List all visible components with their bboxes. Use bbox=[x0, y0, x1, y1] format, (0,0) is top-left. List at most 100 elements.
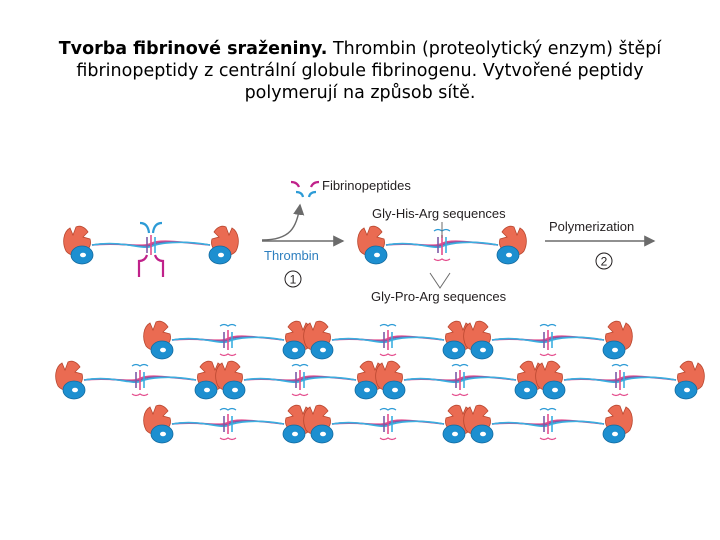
knob bbox=[451, 363, 469, 367]
step-2-badge bbox=[595, 252, 613, 270]
fibrinopeptides-label: Fibrinopeptides bbox=[322, 178, 411, 193]
blue-domain-hole bbox=[452, 347, 458, 353]
polymer-monomer bbox=[303, 404, 473, 444]
fibrinopeptide-a bbox=[139, 221, 151, 234]
polymer-monomer bbox=[535, 360, 705, 400]
knob bbox=[379, 437, 397, 441]
blue-domain-hole bbox=[292, 431, 298, 437]
central-e-domain bbox=[379, 323, 397, 357]
polymer-monomer bbox=[215, 360, 385, 400]
fibrinopeptides-icon bbox=[290, 180, 320, 198]
blue-domain-hole bbox=[72, 387, 78, 393]
blue-domain bbox=[310, 424, 334, 444]
knob bbox=[291, 363, 309, 367]
blue-domain bbox=[674, 380, 698, 400]
central-e-domain bbox=[219, 323, 237, 357]
knob bbox=[219, 323, 237, 327]
blue-domain bbox=[62, 380, 86, 400]
central-e-domain bbox=[539, 407, 557, 441]
knob bbox=[379, 353, 397, 357]
blue-domain bbox=[282, 424, 306, 444]
blue-domain-hole bbox=[204, 387, 210, 393]
molecules-layer bbox=[55, 221, 705, 444]
blue-domain bbox=[514, 380, 538, 400]
blue-domain bbox=[602, 340, 626, 360]
polymer-monomer bbox=[55, 360, 225, 400]
gly-pro-arg-pointer bbox=[429, 272, 451, 289]
central-e-domain bbox=[131, 363, 149, 397]
blue-domain bbox=[602, 424, 626, 444]
knob bbox=[131, 363, 149, 367]
cleavage-arrow bbox=[261, 203, 305, 241]
blue-domain-hole bbox=[320, 431, 326, 437]
central-e-domain bbox=[291, 363, 309, 397]
blue-domain-hole bbox=[292, 347, 298, 353]
polymer-monomer bbox=[143, 404, 313, 444]
gly-pro-arg-label: Gly-Pro-Arg sequences bbox=[371, 289, 507, 304]
caption-title: Tvorba fibrinové sraženiny. bbox=[58, 39, 328, 59]
central-e-domain bbox=[539, 323, 557, 357]
polymer-monomer bbox=[463, 320, 633, 360]
blue-domain bbox=[542, 380, 566, 400]
blue-domain bbox=[496, 245, 520, 265]
blue-domain-hole bbox=[160, 431, 166, 437]
blue-domain bbox=[470, 340, 494, 360]
polymer-monomer bbox=[143, 320, 313, 360]
blue-domain-hole bbox=[374, 252, 380, 258]
fibrinopeptide-b bbox=[137, 254, 149, 277]
blue-domain-hole bbox=[524, 387, 530, 393]
thrombin-label: Thrombin bbox=[264, 248, 319, 263]
blue-domain-hole bbox=[480, 431, 486, 437]
blue-domain-hole bbox=[506, 252, 512, 258]
knob bbox=[539, 437, 557, 441]
blue-domain bbox=[150, 340, 174, 360]
blue-domain-hole bbox=[232, 387, 238, 393]
knob bbox=[611, 393, 629, 397]
blue-domain bbox=[470, 424, 494, 444]
blue-domain bbox=[354, 380, 378, 400]
fibrinopeptide-a bbox=[151, 221, 163, 234]
polymer-monomer bbox=[375, 360, 545, 400]
knob bbox=[379, 407, 397, 411]
blue-domain bbox=[150, 424, 174, 444]
central-e-domain bbox=[379, 407, 397, 441]
central-e-domain bbox=[611, 363, 629, 397]
central-e-domain bbox=[451, 363, 469, 397]
knob bbox=[219, 407, 237, 411]
polymer-monomer bbox=[463, 404, 633, 444]
blue-domain-hole bbox=[80, 252, 86, 258]
blue-domain bbox=[442, 340, 466, 360]
blue-domain-hole bbox=[552, 387, 558, 393]
fibrinopeptide-b bbox=[153, 254, 165, 277]
blue-domain bbox=[282, 340, 306, 360]
blue-domain bbox=[310, 340, 334, 360]
caption-text: Thrombin (proteolytický enzym) štěpí fib… bbox=[76, 39, 662, 103]
blue-domain-hole bbox=[364, 387, 370, 393]
blue-domain bbox=[442, 424, 466, 444]
knob bbox=[433, 258, 451, 262]
blue-domain-hole bbox=[452, 431, 458, 437]
blue-domain bbox=[222, 380, 246, 400]
figure-caption: Tvorba fibrinové sraženiny. Thrombin (pr… bbox=[40, 38, 680, 104]
knob bbox=[611, 363, 629, 367]
knob bbox=[291, 393, 309, 397]
blue-domain-hole bbox=[684, 387, 690, 393]
gly-his-arg-label: Gly-His-Arg sequences bbox=[372, 206, 506, 221]
knob bbox=[379, 323, 397, 327]
blue-domain-hole bbox=[320, 347, 326, 353]
knob bbox=[539, 323, 557, 327]
blue-domain bbox=[208, 245, 232, 265]
blue-domain-hole bbox=[392, 387, 398, 393]
blue-domain bbox=[364, 245, 388, 265]
knob bbox=[219, 353, 237, 357]
blue-domain-hole bbox=[612, 347, 618, 353]
knob bbox=[539, 407, 557, 411]
central-e-domain bbox=[137, 221, 165, 277]
blue-domain bbox=[194, 380, 218, 400]
blue-domain-hole bbox=[218, 252, 224, 258]
blue-domain bbox=[70, 245, 94, 265]
knob bbox=[131, 393, 149, 397]
blue-domain bbox=[382, 380, 406, 400]
blue-domain-hole bbox=[160, 347, 166, 353]
